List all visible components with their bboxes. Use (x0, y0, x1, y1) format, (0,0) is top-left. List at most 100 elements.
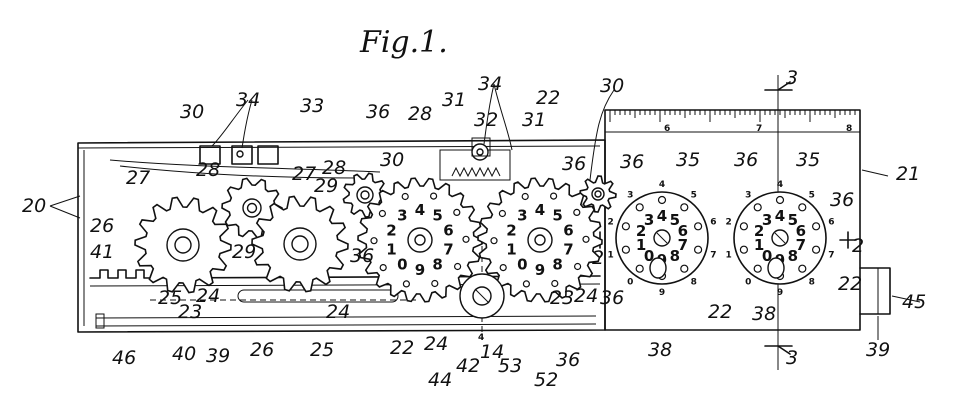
wheel-hole (454, 262, 462, 271)
ref-23: 23 (178, 301, 202, 323)
dial-digit: 7 (678, 236, 688, 254)
dial-outer-digit: 6 (828, 217, 834, 227)
ref-36: 36 (830, 189, 854, 211)
scale-plate: 6 7 8 (604, 109, 891, 331)
ref-39: 39 (206, 345, 230, 367)
wheel-digit: 1 (506, 240, 516, 258)
dial-digit: 5 (670, 211, 680, 229)
wheel-hole (431, 279, 439, 288)
gear-axle (291, 235, 309, 253)
ref-32: 32 (474, 109, 498, 131)
gear-axle (594, 190, 602, 198)
wheel-hole (378, 209, 386, 218)
dial-digit: 5 (788, 211, 798, 229)
wheel-digit: 5 (552, 207, 562, 225)
ref-26: 26 (90, 215, 114, 237)
ref-38: 38 (752, 303, 776, 325)
ref-30: 30 (380, 149, 404, 171)
dial-outer-digit: 7 (710, 251, 716, 261)
wheel-digit: 9 (535, 261, 545, 279)
ref-25: 25 (158, 287, 182, 309)
dial-digit: 2 (636, 222, 646, 240)
wheel-hole (522, 280, 531, 288)
wheel-hole (582, 235, 590, 243)
dial-hole (657, 195, 667, 205)
dial-digit: 1 (754, 236, 764, 254)
ref-45: 45 (902, 291, 926, 313)
screw-slot (474, 288, 490, 304)
dial-outer-digit: 0 (745, 278, 751, 288)
dial-digit: 1 (636, 236, 646, 254)
ref-28: 28 (408, 103, 432, 125)
wheel-digit: 8 (432, 255, 442, 273)
dial-hole (680, 264, 689, 273)
ref-39: 39 (866, 339, 890, 361)
wheel-digit: 4 (415, 201, 425, 219)
wheel-digit: 7 (443, 240, 453, 258)
ref-38: 38 (648, 339, 672, 361)
ref-24: 24 (424, 333, 448, 355)
dial-outer-digit: 3 (745, 190, 751, 200)
section-mark-3-top: 3 (786, 67, 798, 89)
ref-14: 14 (480, 341, 504, 363)
dial-outer-digit: 0 (627, 278, 633, 288)
spring-clips (199, 145, 279, 165)
wheel-digit: 9 (415, 261, 425, 279)
dial-hole (775, 195, 785, 205)
wheel-hole (498, 209, 506, 218)
ref-25: 25 (310, 339, 334, 361)
dial-screw-slot (774, 232, 786, 244)
wheel-hole (573, 208, 581, 216)
dial-digit: 4 (775, 207, 785, 225)
dial-outer-digit: 7 (828, 251, 834, 261)
dial-hole (621, 245, 631, 254)
dial-hole (621, 222, 631, 231)
spring (439, 137, 511, 181)
leader-lines (49, 83, 921, 340)
gear-axle (246, 202, 258, 214)
dial-outer-digit: 9 (659, 288, 665, 298)
ref-31: 31 (522, 109, 546, 131)
wheel-hole (453, 208, 461, 216)
ref-36: 36 (600, 287, 624, 309)
dial-digit: 4 (657, 207, 667, 225)
wheel-digit: 4 (535, 201, 545, 219)
dial-hole (739, 245, 749, 254)
dial-hole (739, 222, 749, 231)
ref-42: 42 (456, 355, 480, 377)
dial-hole (753, 264, 762, 273)
section-mark-4-bottom: 4 (478, 333, 484, 343)
dial-digit: 2 (754, 222, 764, 240)
ref-34: 34 (478, 73, 502, 95)
ref-53: 53 (498, 355, 522, 377)
figure-title: Fig.1. (359, 25, 448, 60)
dial-outer-digit: 4 (777, 180, 783, 190)
ref-29: 29 (232, 241, 256, 263)
wheel-digit: 7 (563, 240, 573, 258)
dial-outer-digit: 9 (777, 288, 783, 298)
ref-21: 21 (896, 163, 920, 185)
wheel-hole (401, 192, 409, 201)
ref-27: 27 (126, 167, 150, 189)
wheel-hole (551, 279, 559, 288)
wheel-digit: 0 (517, 255, 527, 273)
dial-wheels: 4455667788990011223344556677889900112233 (607, 180, 834, 298)
ref-40: 40 (172, 343, 196, 365)
wheel-hole (430, 192, 438, 200)
dial-outer-digit: 8 (809, 278, 815, 288)
section-mark-3-bottom: 3 (786, 347, 798, 369)
dial-outer-digit: 1 (607, 251, 613, 261)
ref-36: 36 (562, 153, 586, 175)
dial-digit: 8 (670, 247, 680, 265)
dial-outer-digit: 2 (607, 217, 613, 227)
wheel-hole (379, 264, 387, 272)
ref-36: 36 (734, 149, 758, 171)
wheel-digit: 1 (386, 240, 396, 258)
dial-hole (680, 203, 689, 212)
dial-hole (811, 222, 821, 231)
ref-35: 35 (676, 149, 700, 171)
wheel-hole (402, 280, 410, 288)
wheel-digit: 8 (552, 255, 562, 273)
